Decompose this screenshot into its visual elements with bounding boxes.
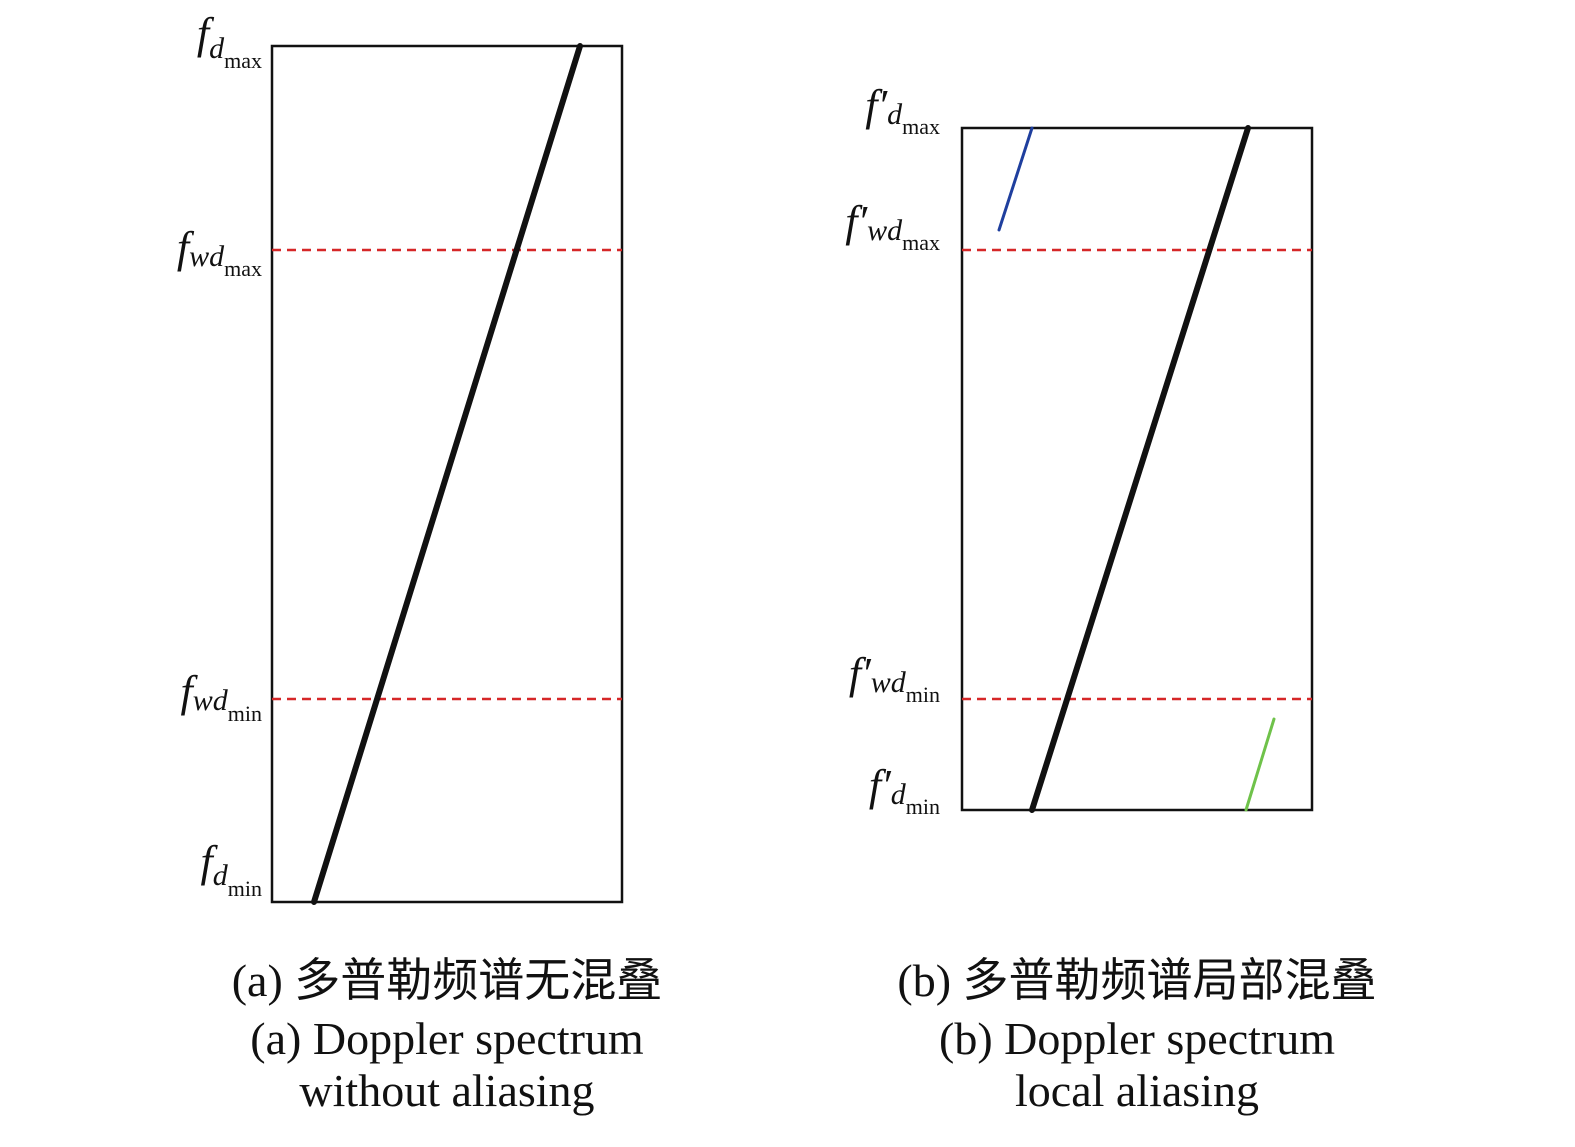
panel-a-frame bbox=[270, 44, 624, 904]
panel-b: f′dmax f′wdmax f′wdmin f′dmin bbox=[845, 81, 1314, 819]
panel-b-label-fd-max: f′dmax bbox=[865, 81, 940, 139]
panel-b-spectrum-line bbox=[1029, 125, 1251, 813]
panel-a-label-fd-min: fdmin bbox=[201, 837, 262, 901]
panel-b-caption: (b) 多普勒频谱局部混叠 (b) Doppler spectrum local… bbox=[857, 958, 1417, 1114]
panel-a-label-fwd-min: fwdmin bbox=[181, 667, 262, 726]
panel-b-aliased-lower-segment bbox=[1244, 717, 1276, 812]
panel-a-label-fd-max: fdmax bbox=[197, 9, 262, 73]
panel-b-caption-en-line2: local aliasing bbox=[1015, 1065, 1259, 1116]
panel-b-frame bbox=[960, 126, 1314, 812]
panel-a-caption: (a) 多普勒频谱无混叠 (a) Doppler spectrum withou… bbox=[197, 958, 697, 1114]
panel-b-caption-en-line1: (b) Doppler spectrum bbox=[939, 1013, 1335, 1064]
panel-b-caption-zh: (b) 多普勒频谱局部混叠 bbox=[897, 955, 1377, 1006]
panel-a-spectrum-line bbox=[311, 43, 583, 905]
panel-a-caption-zh: (a) 多普勒频谱无混叠 bbox=[231, 955, 663, 1006]
panel-b-label-fwd-min: f′wdmin bbox=[849, 649, 940, 707]
panel-a-label-fwd-max: fwdmax bbox=[177, 223, 262, 281]
panel-a-caption-en-line1: (a) Doppler spectrum bbox=[250, 1013, 644, 1064]
panel-b-label-fwd-max: f′wdmax bbox=[845, 197, 940, 255]
panel-b-label-fd-min: f′dmin bbox=[869, 761, 940, 819]
panel-a: fdmax fwdmax fwdmin fdmin bbox=[177, 9, 624, 905]
panel-b-aliased-upper-segment bbox=[997, 126, 1034, 232]
panel-a-caption-en-line2: without aliasing bbox=[299, 1065, 595, 1116]
